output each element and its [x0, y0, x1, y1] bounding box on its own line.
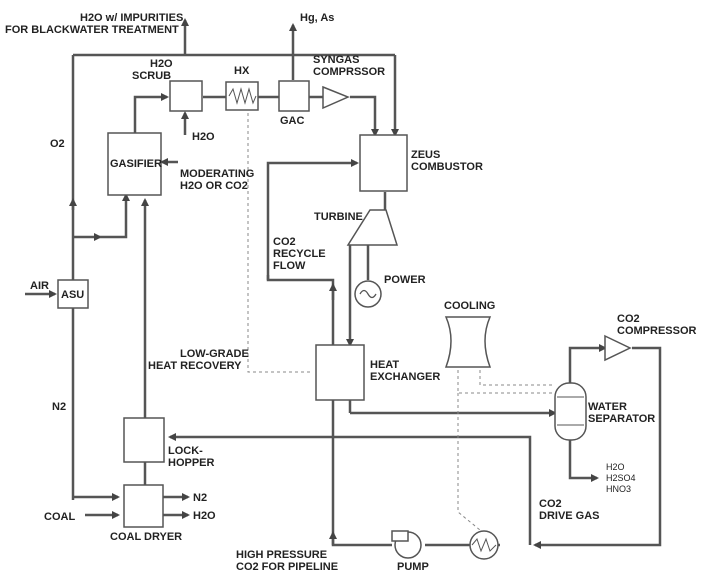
label-gasifier: GASIFIER	[110, 158, 162, 170]
coal-dryer-box	[123, 484, 164, 528]
label-n2: N2	[52, 401, 66, 413]
pump-to-pipeline	[331, 520, 392, 547]
label-h2o-scrub-1: H2O	[150, 58, 173, 70]
label-syngas-2: COMPRSSOR	[313, 66, 385, 78]
recycle-connector	[266, 275, 335, 345]
label-coal: COAL	[44, 511, 75, 523]
label-out-h2o: H2O	[606, 462, 625, 472]
label-co2-comp-1: CO2	[617, 313, 640, 325]
pump-outlet-icon	[391, 530, 409, 542]
label-o2: O2	[50, 138, 65, 150]
hx-box	[225, 81, 259, 111]
label-co2-comp-2: COMPRESSOR	[617, 325, 697, 337]
compressor-to-combustor	[350, 95, 379, 137]
label-blackwater: FOR BLACKWATER TREATMENT	[5, 24, 179, 36]
label-hp-2: CO2 FOR PIPELINE	[236, 561, 338, 573]
label-out-hno3: HNO3	[606, 484, 631, 494]
cooling-dashed-1	[457, 370, 555, 394]
drive-gas-line	[168, 433, 532, 545]
label-co2-recycle-1: CO2	[273, 236, 296, 248]
label-zeus-1: ZEUS	[411, 149, 440, 161]
label-zeus-2: COMBUSTOR	[411, 161, 483, 173]
label-coal-dryer: COAL DRYER	[110, 531, 182, 543]
label-air: AIR	[30, 280, 49, 292]
label-low-grade-2: HEAT RECOVERY	[148, 360, 242, 372]
label-turbine: TURBINE	[314, 211, 363, 223]
label-moderating-2: H2O OR CO2	[180, 180, 248, 192]
cooling-dashed-2	[479, 370, 555, 386]
label-co2-recycle-2: RECYCLE	[273, 248, 326, 260]
label-heat-ex-2: EXCHANGER	[370, 371, 440, 383]
label-co2-drive-1: CO2	[539, 498, 562, 510]
label-asu: ASU	[61, 289, 84, 301]
heat-exchanger-box	[315, 344, 365, 401]
label-h2o-in: H2O	[192, 131, 215, 143]
separator-bottom-output	[568, 440, 599, 482]
label-low-grade-1: LOW-GRADE	[180, 348, 249, 360]
co2-recycle-line	[266, 159, 359, 280]
h2o-scrub-box	[169, 80, 203, 112]
label-hp-1: HIGH PRESSURE	[236, 549, 327, 561]
label-n2-out: N2	[193, 492, 207, 504]
label-pump: PUMP	[397, 561, 429, 573]
label-lock-2: HOPPER	[168, 457, 215, 469]
asu-box	[57, 279, 89, 309]
label-lock-1: LOCK-	[168, 445, 203, 457]
gasifier-to-scrub	[133, 93, 169, 133]
heater-coil-icon	[471, 537, 497, 553]
label-water-sep-1: WATER	[588, 401, 627, 413]
label-gac: GAC	[280, 115, 305, 127]
label-heat-ex-1: HEAT	[370, 359, 399, 371]
label-h2o-out: H2O	[193, 510, 216, 522]
label-power: POWER	[384, 274, 426, 286]
label-h2o-impurities: H2O w/ IMPURITIES	[80, 12, 183, 24]
zeus-combustor-box	[359, 134, 408, 192]
syngas-compressor-icon	[322, 85, 350, 110]
turbine-icon	[346, 209, 399, 246]
gasifier-box	[107, 132, 162, 196]
o2-gasifier-feed	[100, 193, 130, 239]
label-cooling: COOLING	[444, 300, 495, 312]
label-co2-recycle-3: FLOW	[273, 260, 306, 272]
label-syngas-1: SYNGAS	[313, 54, 359, 66]
sine-icon	[359, 289, 377, 299]
co2-compressor-icon	[604, 334, 632, 362]
lockhopper-box	[123, 417, 165, 463]
compressor-return	[533, 346, 662, 549]
water-separator-box	[554, 382, 587, 441]
low-grade-heat-dashed	[247, 113, 310, 373]
gac-box	[278, 80, 310, 112]
label-moderating-1: MODERATING	[180, 168, 254, 180]
hx-coil-icon	[228, 87, 257, 105]
label-hx: HX	[234, 65, 250, 77]
label-hg-as: Hg, As	[300, 12, 334, 24]
cooling-tower-icon	[444, 316, 492, 368]
label-h2o-scrub-2: SCRUB	[132, 70, 171, 82]
label-out-h2so4: H2SO4	[606, 473, 636, 483]
label-co2-drive-2: DRIVE GAS	[539, 510, 600, 522]
separator-to-compressor	[568, 344, 607, 383]
label-water-sep-2: SEPARATOR	[588, 413, 655, 425]
